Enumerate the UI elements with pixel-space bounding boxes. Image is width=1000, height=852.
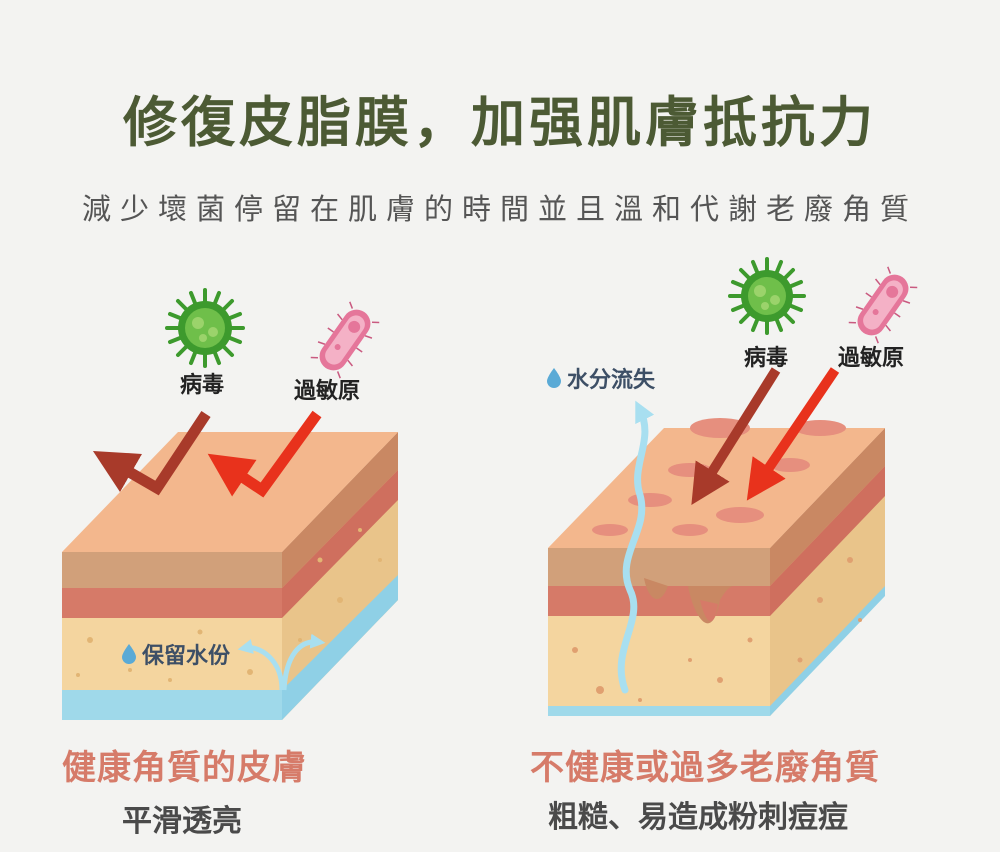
virus-deflect-arrow (92, 410, 211, 496)
page-title: 修復皮脂膜，加强肌膚抵抗力 (123, 91, 877, 154)
left-subcaption: 平滑透亮 (122, 804, 242, 839)
unhealthy-skin-block (548, 418, 885, 716)
virus-penetrate-arrow (691, 367, 781, 505)
page-subtitle: 減少壞菌停留在肌膚的時間並且溫和代謝老廢角質 (81, 192, 918, 226)
water-loss-arrow (617, 400, 655, 694)
bacteria-icon (848, 266, 918, 344)
healthy-skin-block (62, 432, 398, 720)
retain-water-text: 保留水份 (142, 644, 231, 669)
water-loss-label: 水分流失 (545, 362, 655, 394)
left-allergen-label: 過敏原 (294, 379, 361, 404)
allergen-deflect-arrow (207, 410, 322, 498)
water-loss-text: 水分流失 (567, 368, 656, 393)
virus-icon (728, 257, 806, 335)
water-drop-icon (547, 368, 561, 388)
left-virus-label: 病毒 (180, 373, 225, 398)
allergen-penetrate-arrow (746, 367, 840, 501)
virus-icon (165, 288, 245, 368)
retain-water-label: 保留水份 (120, 638, 230, 670)
water-drop-icon (122, 644, 136, 664)
right-allergen-label: 過敏原 (838, 346, 905, 371)
bacteria-icon (310, 301, 380, 379)
right-virus-label: 病毒 (744, 346, 789, 371)
left-caption: 健康角質的皮膚 (62, 748, 307, 788)
right-caption: 不健康或過多老廢角質 (530, 748, 880, 788)
right-subcaption: 粗糙、易造成粉刺痘痘 (548, 800, 848, 835)
